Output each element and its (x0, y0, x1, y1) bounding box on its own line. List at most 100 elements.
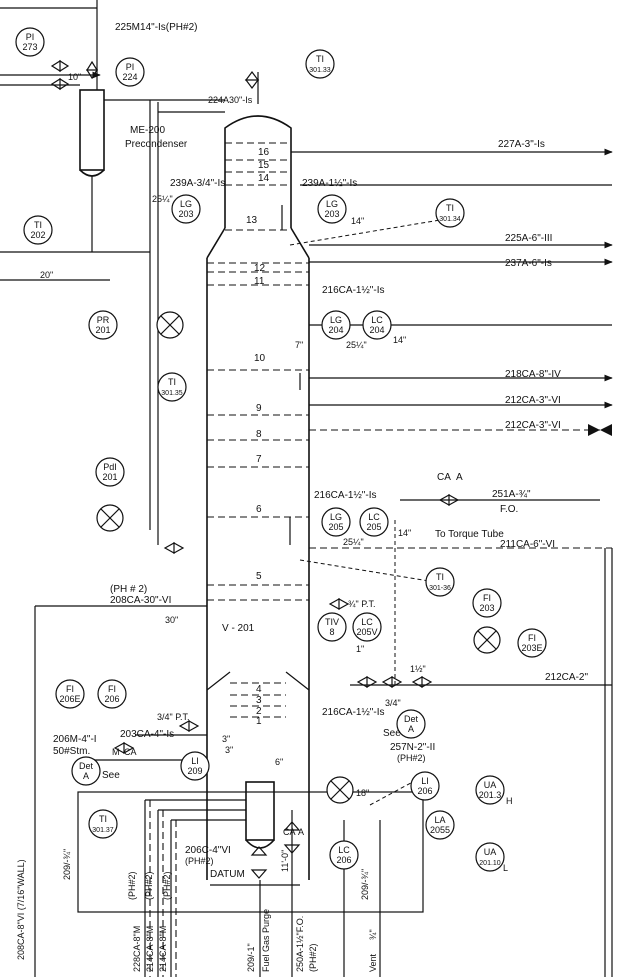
svg-text:TI: TI (436, 572, 444, 582)
svg-text:LI: LI (421, 776, 429, 786)
label-212ca-2: 212CA-3"-VI (505, 420, 561, 431)
svg-text:TI: TI (316, 54, 324, 64)
svg-text:UA: UA (484, 847, 497, 857)
label-251a: 251A-¾" (492, 489, 531, 500)
label-212ca-1: 212CA-3"-VI (505, 395, 561, 406)
svg-text:206: 206 (104, 694, 119, 704)
main-trays (207, 262, 309, 718)
label-208ca8: 208CA-8"VI (7/16"WALL) (16, 859, 26, 960)
control-valves (96, 311, 501, 804)
svg-text:205: 205 (366, 522, 381, 532)
svg-text:FI: FI (528, 633, 536, 643)
svg-text:Det: Det (79, 761, 94, 771)
tray-2: 2 (256, 706, 262, 717)
label-1in: 1" (356, 644, 364, 654)
svg-text:202: 202 (30, 230, 45, 240)
svg-text:209: 209 (187, 766, 202, 776)
tray-11: 11 (254, 276, 265, 287)
label-216ca-1: 216CA-1½"-Is (322, 285, 384, 296)
label-l: L (503, 863, 508, 873)
label-239a-112: 239A-1½"-Is (302, 178, 357, 189)
svg-text:204: 204 (328, 325, 343, 335)
vertical-labels: 11'-0" 208CA-8"VI (7/16"WALL) 209/-¾" 20… (16, 849, 378, 972)
svg-text:224: 224 (122, 72, 137, 82)
tray-9: 9 (256, 403, 262, 414)
tray-8: 8 (256, 429, 262, 440)
label-vent: Vent (368, 953, 378, 972)
svg-text:PI: PI (126, 62, 135, 72)
svg-text:2055: 2055 (430, 825, 450, 835)
label-ph2-f: (PH#2) (162, 871, 172, 900)
svg-text:LC: LC (371, 315, 383, 325)
svg-text:LG: LG (330, 512, 342, 522)
svg-text:LG: LG (326, 199, 338, 209)
label-datum: DATUM (210, 869, 245, 880)
label-18in: 18" (356, 788, 369, 798)
label-211ca: 211CA-6"-VI (500, 539, 555, 550)
svg-text:UA: UA (484, 780, 497, 790)
svg-text:PdI: PdI (103, 462, 117, 472)
label-25q-2: 25¼" (346, 340, 367, 350)
svg-text:201: 201 (102, 472, 117, 482)
svg-text:LC: LC (338, 845, 350, 855)
svg-text:301.33: 301.33 (309, 67, 331, 74)
label-see-2: See (383, 728, 401, 739)
label-7in: 7" (295, 340, 303, 350)
label-227a: 227A-3"-Is (498, 139, 545, 150)
label-25q-1: 25¼" (152, 194, 173, 204)
svg-text:203: 203 (324, 209, 339, 219)
svg-text:204: 204 (369, 325, 384, 335)
line-labels: 225M14"-Is(PH#2) 10" 224A30"-Is ME-200 P… (40, 22, 588, 880)
label-112in: 1½" (410, 664, 426, 674)
svg-text:TI: TI (99, 814, 107, 824)
label-pt-1: ¾" P.T. (348, 599, 376, 609)
label-2091in: 209/-1" (246, 943, 256, 972)
tray-5: 5 (256, 571, 262, 582)
svg-text:301.34: 301.34 (439, 216, 461, 223)
label-ca-1: CA (437, 472, 451, 483)
top-trays (225, 142, 291, 231)
vessel-v201 (206, 115, 310, 886)
label-225a: 225A-6"-III (505, 233, 552, 244)
label-3in-2: 3" (225, 745, 233, 755)
label-14in-2: 14" (393, 335, 406, 345)
label-206c: 206C-4"VI (185, 845, 231, 856)
label-25q-3: 25¼" (343, 537, 364, 547)
svg-text:8: 8 (329, 627, 334, 637)
label-34in: 3/4" (385, 698, 401, 708)
label-ph2-g: (PH#2) (308, 943, 318, 972)
tray-15: 15 (258, 160, 270, 171)
label-206m: 206M-4"-I (53, 734, 97, 745)
tray-numbers: 16 15 14 13 12 11 10 9 8 7 6 5 4 3 2 1 (246, 147, 270, 727)
label-10in: 10" (68, 72, 81, 82)
label-h: H (506, 796, 513, 806)
label-250a: 250A-1½"F.O. (295, 916, 305, 972)
svg-text:LG: LG (330, 315, 342, 325)
label-precondenser: Precondenser (125, 139, 188, 150)
label-14in-1: 14" (351, 216, 364, 226)
label-3in-1: 3" (222, 734, 230, 744)
svg-text:203E: 203E (521, 643, 542, 653)
label-30in: 30" (165, 615, 178, 625)
svg-text:A: A (83, 771, 89, 781)
label-2091-right: 209/-¾" (360, 869, 370, 900)
svg-text:PR: PR (97, 315, 110, 325)
svg-text:201.10: 201.10 (479, 860, 501, 867)
